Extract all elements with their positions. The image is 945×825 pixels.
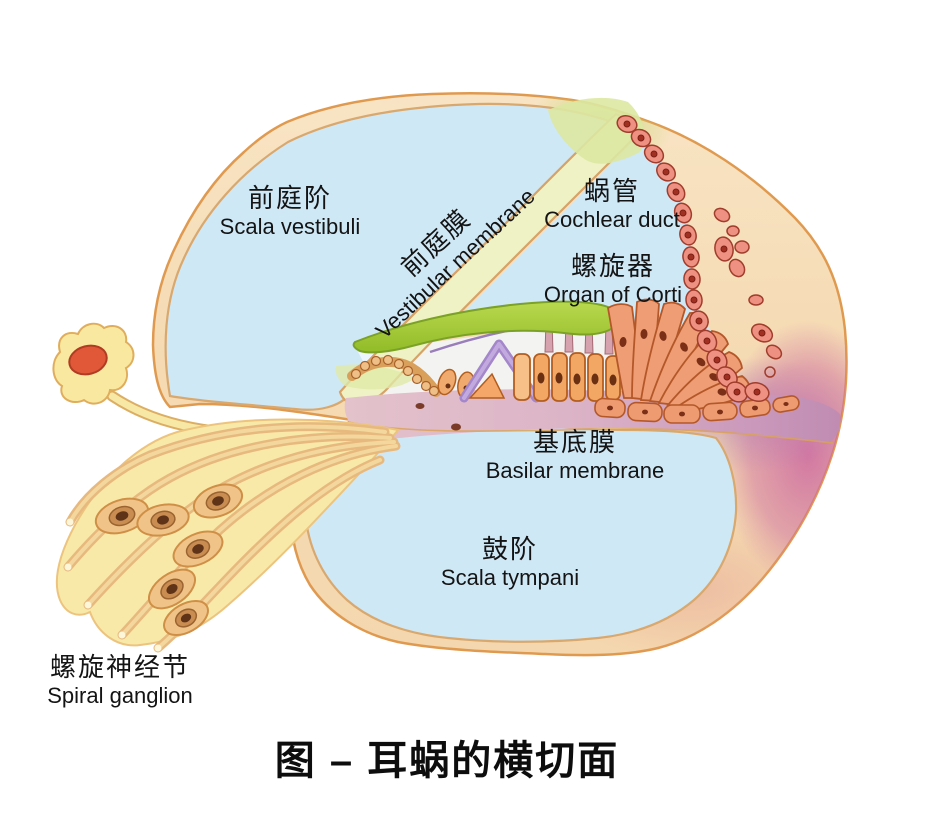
spiral-ganglion-nerve (52, 322, 401, 653)
supporting-cell-row (594, 395, 800, 424)
tectorial-membrane (352, 300, 619, 354)
stria-cell-nuclei (623, 120, 766, 396)
nerve-bundle (55, 418, 400, 647)
ganglion-neurons (94, 483, 244, 637)
membrane-apex-green-patch (548, 97, 645, 164)
red-nucleus (68, 344, 108, 376)
hair-cell-nuclei (537, 372, 617, 386)
fiber-tips (64, 518, 162, 652)
figure-title: 图 – 耳蜗的横切面 (274, 739, 620, 783)
limbus-cells (350, 354, 440, 397)
hensen-nuclei (619, 329, 727, 396)
